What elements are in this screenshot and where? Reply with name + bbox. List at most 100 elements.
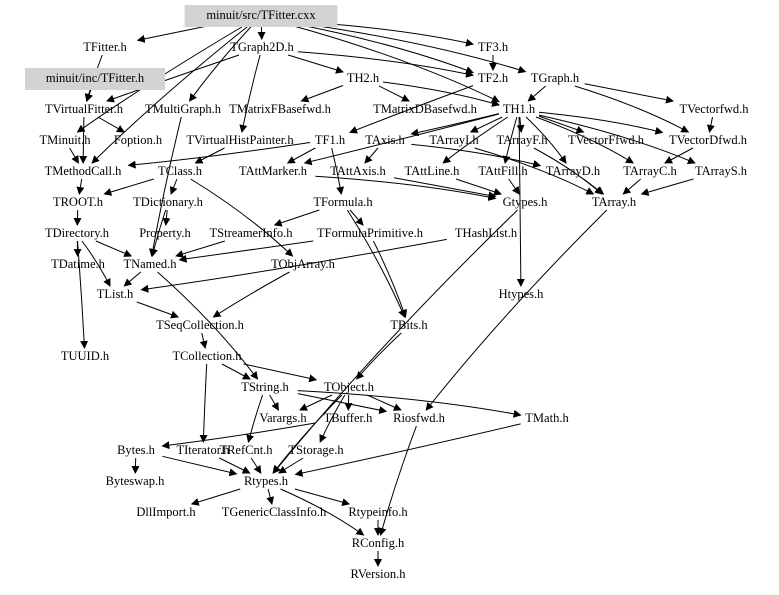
node-gtypes-h[interactable]: Gtypes.h [503,195,549,209]
node-label: minuit/src/TFitter.cxx [206,8,316,22]
node-inc-tfitter-h[interactable]: minuit/inc/TFitter.h [25,68,165,90]
node-trefcnt-h[interactable]: TRefCnt.h [219,443,273,457]
node-tattaxis-h[interactable]: TAttAxis.h [330,164,386,178]
node-label: TObject.h [324,380,375,394]
node-tclass-h[interactable]: TClass.h [158,164,203,178]
node-tarrayd-h[interactable]: TArrayD.h [546,164,601,178]
edge-tformula-h-to-tstreamerinfo-h [273,209,320,227]
node-tf1-h[interactable]: TF1.h [315,133,346,147]
node-tvirtualhistpainter-h[interactable]: TVirtualHistPainter.h [186,133,294,147]
edge-th2-h-to-tmatrixdbasefwd-h [378,85,410,102]
node-tmatrixdbasefwd-h[interactable]: TMatrixDBasefwd.h [373,102,478,116]
node-tvectorfwd-h[interactable]: TVectorfwd.h [679,102,749,116]
edge-tstreamerinfo-h-to-tnamed-h [175,240,226,258]
node-tcollection-h[interactable]: TCollection.h [172,349,242,363]
node-label: Riosfwd.h [393,411,445,425]
node-tdictionary-h[interactable]: TDictionary.h [133,195,203,209]
node-thashlist-h[interactable]: THashList.h [455,226,518,240]
edge-th1-h-to-tattline-h [442,116,509,164]
node-htypes-h[interactable]: Htypes.h [499,287,545,301]
node-tvectordfwd-h[interactable]: TVectorDfwd.h [669,133,748,147]
edge-tstring-h-to-riosfwd-h [297,393,388,414]
node-tattfill-h[interactable]: TAttFill.h [478,164,528,178]
node-tbits-h[interactable]: TBits.h [390,318,428,332]
node-tgraph2d-h[interactable]: TGraph2D.h [230,40,294,54]
node-tfitter-cxx[interactable]: minuit/src/TFitter.cxx [184,5,338,27]
node-tattmarker-h[interactable]: TAttMarker.h [239,164,308,178]
node-taxis-h[interactable]: TAxis.h [365,133,405,147]
edge-tdirectory-h-to-tnamed-h [95,240,133,257]
node-th1-h[interactable]: TH1.h [503,102,536,116]
node-troot-h[interactable]: TROOT.h [53,195,104,209]
node-label: TBuffer.h [324,411,373,425]
node-label: TUUID.h [61,349,110,363]
node-tarrayf-h[interactable]: TArrayF.h [496,133,548,147]
edge-tf1-h-to-tmethodcall-h [127,142,311,169]
node-tmethodcall-h[interactable]: TMethodCall.h [45,164,122,178]
node-titerator-h[interactable]: TIterator.h [176,443,230,457]
node-bytes-h[interactable]: Bytes.h [117,443,156,457]
node-tnamed-h[interactable]: TNamed.h [123,257,177,271]
edge-tattline-h-to-gtypes-h [455,178,502,196]
node-tobjarray-h[interactable]: TObjArray.h [271,257,336,271]
edge-tclass-h-to-troot-h [103,178,154,196]
node-tgenericclassinfo-h[interactable]: TGenericClassInfo.h [222,505,327,519]
node-riosfwd-h[interactable]: Riosfwd.h [393,411,445,425]
node-tmatrixfbasefwd-h[interactable]: TMatrixFBasefwd.h [229,102,331,116]
edge-tfitter-cxx-to-tmultigraph-h [189,22,255,102]
node-tarrayc-h[interactable]: TArrayC.h [623,164,677,178]
node-tarrays-h[interactable]: TArrayS.h [695,164,748,178]
edge-tobject-h-to-rtypes-h [272,394,343,474]
node-tfitter-h[interactable]: TFitter.h [83,40,127,54]
node-tseqcollection-h[interactable]: TSeqCollection.h [156,318,245,332]
node-tuuid-h[interactable]: TUUID.h [61,349,110,363]
node-tf2-h[interactable]: TF2.h [478,71,509,85]
edge-tf2-h-to-tf1-h [349,85,474,134]
edge-tvectordfwd-h-to-tarrayc-h [664,147,694,164]
node-tstorage-h[interactable]: TStorage.h [288,443,344,457]
node-tvectorffwd-h[interactable]: TVectorFfwd.h [568,133,645,147]
edge-tclass-h-to-tdictionary-h [169,178,178,195]
node-tdirectory-h[interactable]: TDirectory.h [45,226,110,240]
node-rversion-h[interactable]: RVersion.h [351,567,407,581]
node-tmultigraph-h[interactable]: TMultiGraph.h [145,102,222,116]
node-tstreamerinfo-h[interactable]: TStreamerInfo.h [210,226,294,240]
edge-tbuffer-h-to-bytes-h [161,422,316,450]
node-tdatime-h[interactable]: TDatime.h [51,257,106,271]
node-tmath-h[interactable]: TMath.h [525,411,569,425]
node-tobject-h[interactable]: TObject.h [324,380,375,394]
node-tbuffer-h[interactable]: TBuffer.h [324,411,373,425]
node-tstring-h[interactable]: TString.h [241,380,289,394]
node-tformula-h[interactable]: TFormula.h [313,195,373,209]
node-varargs-h[interactable]: Varargs.h [259,411,307,425]
node-label: TH1.h [503,102,536,116]
node-th2-h[interactable]: TH2.h [347,71,380,85]
node-tf3-h[interactable]: TF3.h [478,40,509,54]
edge-tobject-h-to-varargs-h [299,394,333,411]
node-tarrayi-h[interactable]: TArrayI.h [429,133,479,147]
node-label: TIterator.h [176,443,230,457]
node-tarray-h[interactable]: TArray.h [592,195,637,209]
node-label: TString.h [241,380,289,394]
node-tvirtualfitter-h[interactable]: TVirtualFitter.h [45,102,124,116]
node-tformulaprimitive-h[interactable]: TFormulaPrimitive.h [317,226,424,240]
edge-tattaxis-h-to-gtypes-h [393,177,497,200]
node-rtypeinfo-h[interactable]: Rtypeinfo.h [348,505,408,519]
node-label: TGraph.h [531,71,580,85]
edge-tformulaprimitive-h-to-tbits-h [372,240,408,318]
node-label: TH2.h [347,71,380,85]
node-rconfig-h[interactable]: RConfig.h [352,536,405,550]
node-rtypes-h[interactable]: Rtypes.h [244,474,289,488]
node-property-h[interactable]: Property.h [139,226,191,240]
node-tattline-h[interactable]: TAttLine.h [405,164,461,178]
node-dllimport-h[interactable]: DllImport.h [136,505,196,519]
node-tminuit-h[interactable]: TMinuit.h [39,133,91,147]
edge-tvirtualfitter-h-to-foption-h [97,116,125,133]
node-tgraph-h[interactable]: TGraph.h [531,71,580,85]
node-foption-h[interactable]: Foption.h [114,133,163,147]
node-tlist-h[interactable]: TList.h [97,287,134,301]
node-label: TVirtualHistPainter.h [186,133,294,147]
node-byteswap-h[interactable]: Byteswap.h [106,474,165,488]
edge-th1-h-to-tvectordfwd-h [538,111,664,135]
